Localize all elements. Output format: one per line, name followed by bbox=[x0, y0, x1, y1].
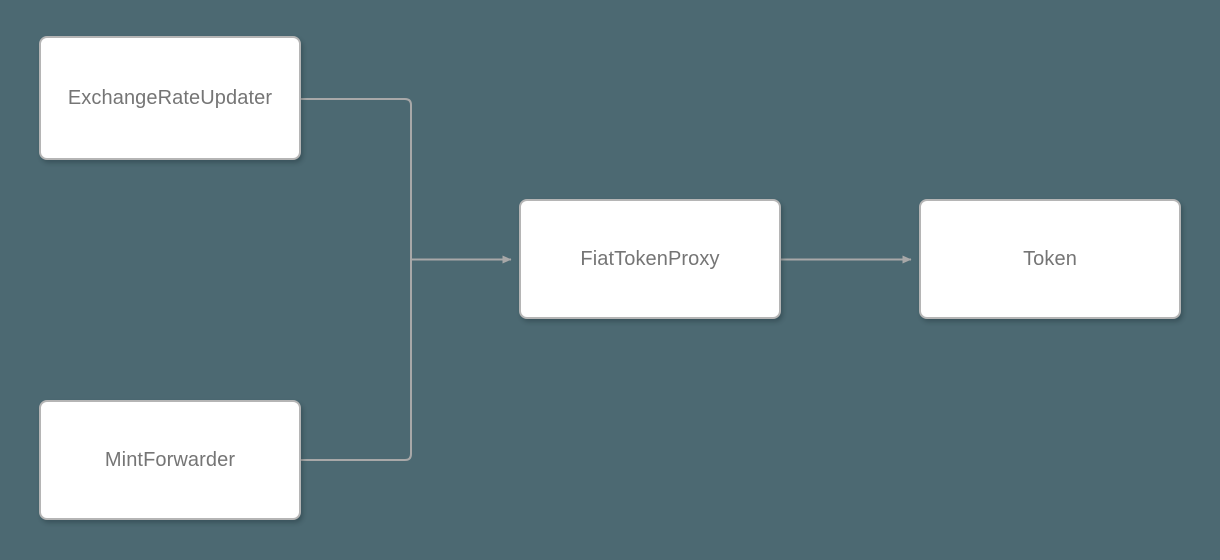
edge-mint-forwarder-to-fiat-token-proxy bbox=[301, 259, 412, 461]
edge-exchange-rate-updater-to-fiat-token-proxy bbox=[301, 98, 412, 259]
node-exchange-rate-updater[interactable]: ExchangeRateUpdater bbox=[39, 36, 301, 160]
node-label: Token bbox=[1023, 248, 1077, 270]
node-label: FiatTokenProxy bbox=[580, 248, 720, 270]
node-mint-forwarder[interactable]: MintForwarder bbox=[39, 400, 301, 520]
node-fiat-token-proxy[interactable]: FiatTokenProxy bbox=[519, 199, 781, 319]
node-label: MintForwarder bbox=[104, 449, 236, 471]
node-label: ExchangeRateUpdater bbox=[67, 87, 273, 109]
node-token[interactable]: Token bbox=[919, 199, 1181, 319]
